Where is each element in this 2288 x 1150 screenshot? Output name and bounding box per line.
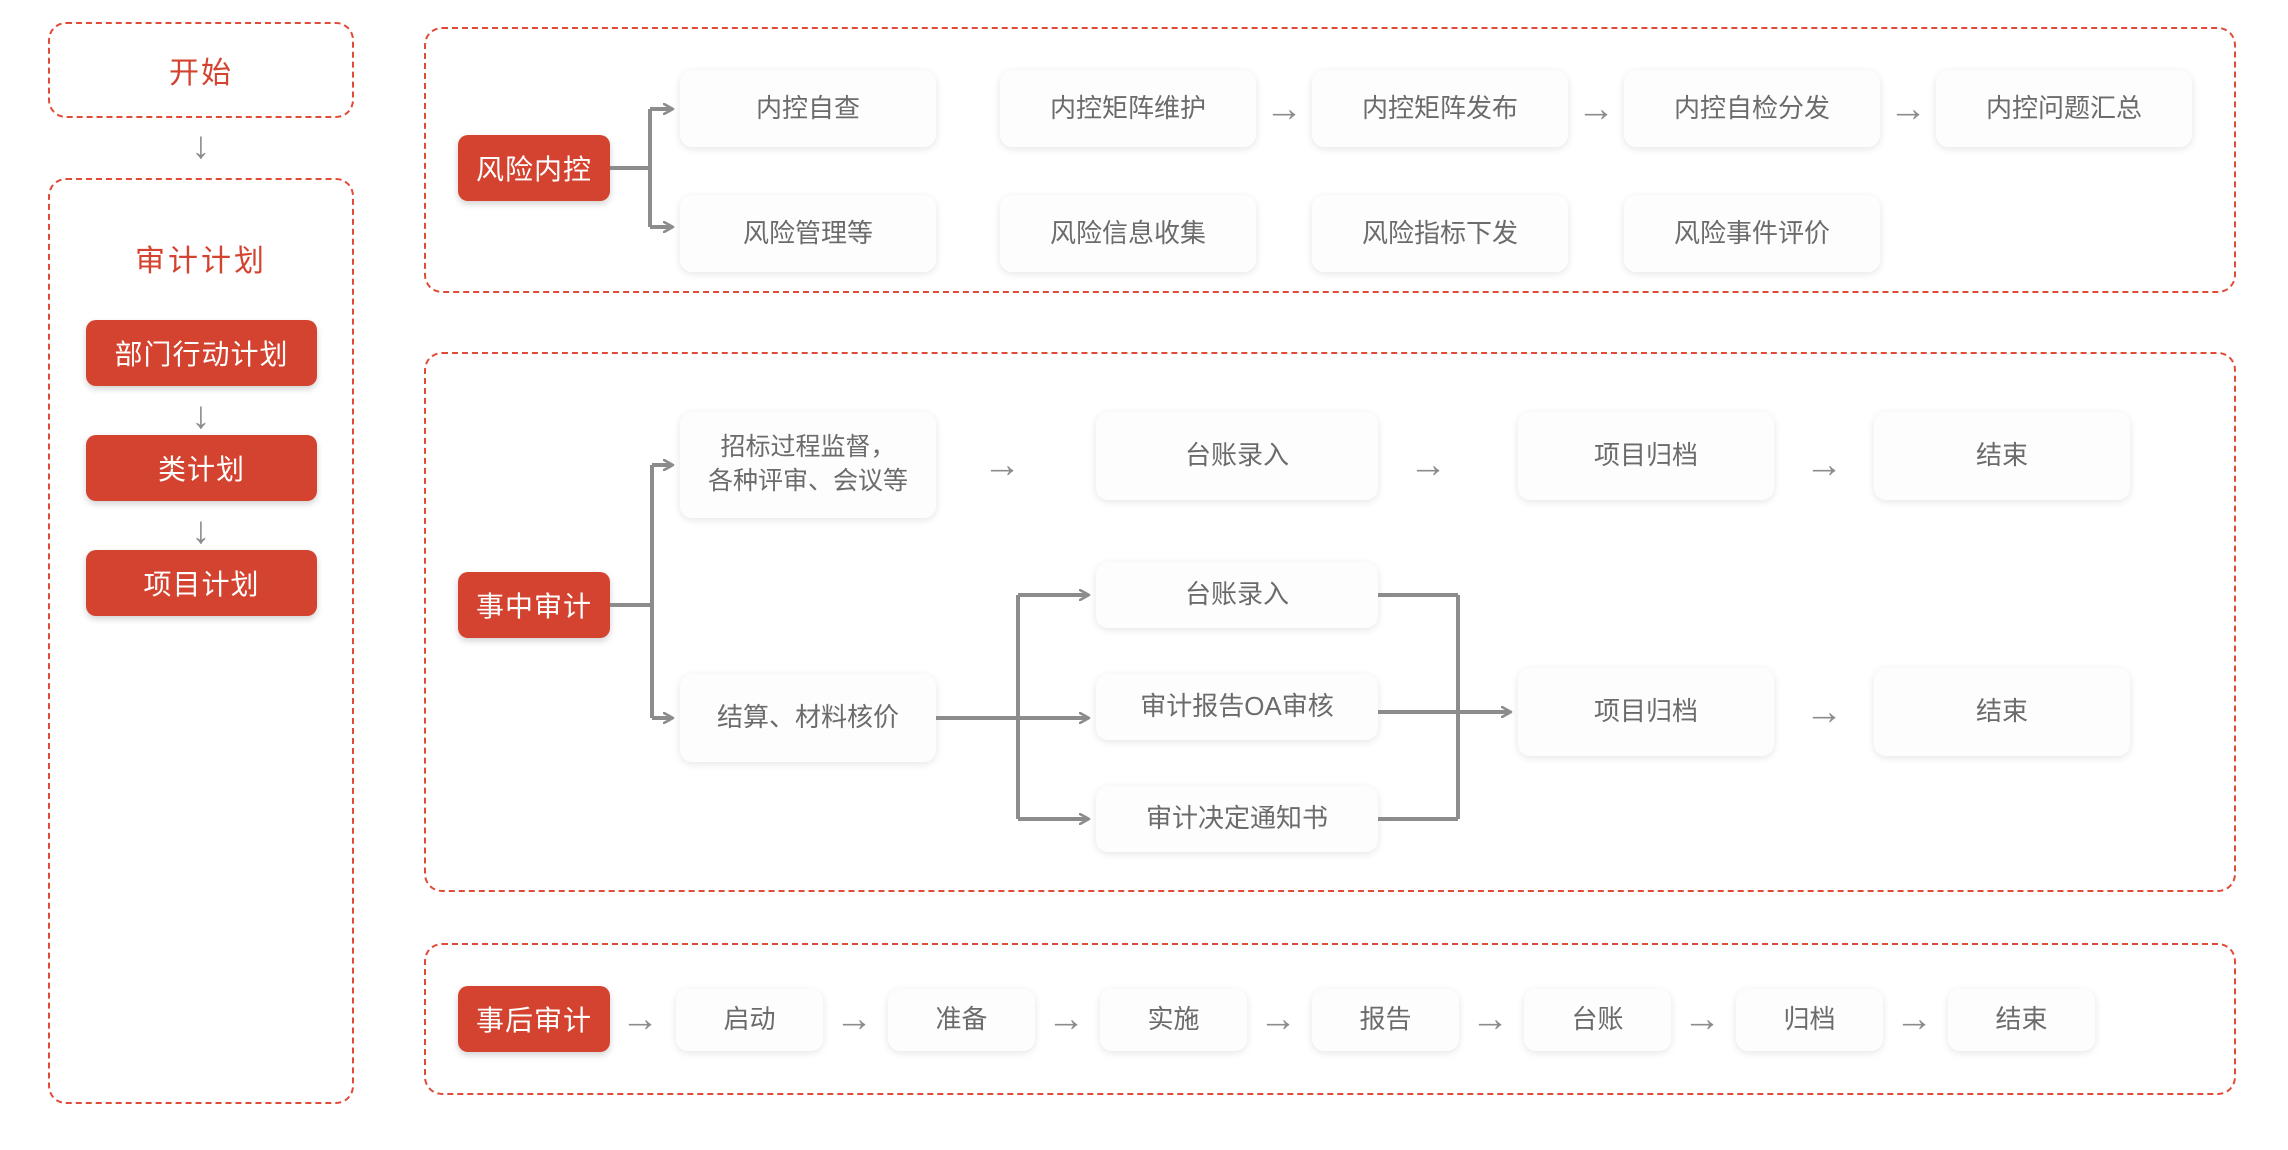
risk-arrow-2: → (1577, 88, 1615, 130)
risk-node-matrix-publish[interactable]: 内控矩阵发布 (1312, 70, 1568, 147)
inproc-node-project-archive-top[interactable]: 项目归档 (1518, 412, 1774, 500)
risk-arrow-1: → (1265, 88, 1303, 130)
post-arrow-2: → (1047, 998, 1085, 1040)
inproc-node-project-archive-bottom[interactable]: 项目归档 (1518, 668, 1774, 756)
post-arrow-4: → (1471, 998, 1509, 1040)
post-node-archive[interactable]: 归档 (1736, 989, 1883, 1051)
post-node-prepare[interactable]: 准备 (888, 989, 1035, 1051)
post-arrow-3: → (1259, 998, 1297, 1040)
risk-node-event-evaluation[interactable]: 风险事件评价 (1624, 195, 1880, 272)
plan-arrow-1: ↓ (191, 395, 211, 437)
start-title: 开始 (169, 57, 233, 90)
post-node-start[interactable]: 启动 (676, 989, 823, 1051)
post-node-ledger[interactable]: 台账 (1524, 989, 1671, 1051)
inproc-node-end-bottom[interactable]: 结束 (1874, 668, 2130, 756)
plan-arrow-2: ↓ (191, 510, 211, 552)
plan-step-category[interactable]: 类计划 (86, 435, 317, 501)
inproc-node-ledger-entry-fan[interactable]: 台账录入 (1096, 562, 1378, 628)
audit-plan-title: 审计计划 (135, 245, 267, 278)
start-to-plan-arrow: ↓ (191, 125, 211, 167)
risk-node-matrix-maintenance[interactable]: 内控矩阵维护 (1000, 70, 1256, 147)
inproc-node-ledger-entry-top[interactable]: 台账录入 (1096, 412, 1378, 500)
inproc-node-end-top[interactable]: 结束 (1874, 412, 2130, 500)
audit-plan-panel (48, 178, 354, 1104)
inproc-top-arrow-1: → (983, 444, 1021, 486)
post-arrow-0: → (621, 998, 659, 1040)
start-panel (48, 22, 354, 118)
post-node-report[interactable]: 报告 (1312, 989, 1459, 1051)
post-arrow-6: → (1895, 998, 1933, 1040)
post-node-end[interactable]: 结束 (1948, 989, 2095, 1051)
inproc-bottom-merge-arrow: → (1805, 691, 1843, 733)
risk-node-info-collection[interactable]: 风险信息收集 (1000, 195, 1256, 272)
risk-node-indicator-dispatch[interactable]: 风险指标下发 (1312, 195, 1568, 272)
inproc-node-settlement-pricing[interactable]: 结算、材料核价 (680, 674, 936, 762)
risk-node-self-check-dispatch[interactable]: 内控自检分发 (1624, 70, 1880, 147)
inproc-node-bid-supervision[interactable]: 招标过程监督， 各种评审、会议等 (680, 412, 936, 518)
post-arrow-5: → (1683, 998, 1721, 1040)
risk-node-risk-management[interactable]: 风险管理等 (680, 195, 936, 272)
section-post-audit-root[interactable]: 事后审计 (458, 986, 610, 1052)
inproc-node-bid-supervision-line2: 各种评审、会议等 (707, 467, 908, 495)
inproc-node-audit-report-oa-review[interactable]: 审计报告OA审核 (1096, 674, 1378, 740)
risk-node-internal-self-check[interactable]: 内控自查 (680, 70, 936, 147)
post-node-execute[interactable]: 实施 (1100, 989, 1247, 1051)
plan-step-department-action[interactable]: 部门行动计划 (86, 320, 317, 386)
risk-arrow-3: → (1889, 88, 1927, 130)
section-risk-root[interactable]: 风险内控 (458, 135, 610, 201)
inproc-node-bid-supervision-line1: 招标过程监督， (720, 433, 896, 462)
inproc-top-arrow-3: → (1805, 444, 1843, 486)
section-in-process-root[interactable]: 事中审计 (458, 572, 610, 638)
risk-node-issue-summary[interactable]: 内控问题汇总 (1936, 70, 2192, 147)
plan-step-project[interactable]: 项目计划 (86, 550, 317, 616)
inproc-node-audit-decision-notice[interactable]: 审计决定通知书 (1096, 786, 1378, 852)
post-arrow-1: → (835, 998, 873, 1040)
inproc-top-arrow-2: → (1409, 444, 1447, 486)
